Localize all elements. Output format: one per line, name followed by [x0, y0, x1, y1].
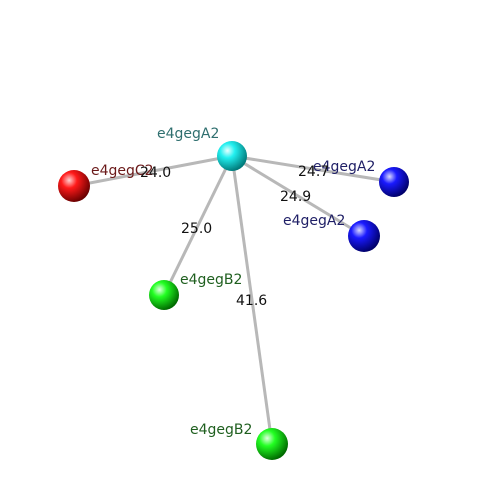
edge-hub-blue1: [231, 154, 395, 184]
node-label-green1: e4gegB2: [180, 272, 242, 288]
edge-label-hub-red: 24.0: [140, 165, 171, 181]
node-hub[interactable]: [217, 141, 247, 171]
node-green1[interactable]: [149, 280, 179, 310]
node-label-red: e4gegC2: [91, 163, 154, 179]
node-blue1[interactable]: [379, 167, 409, 197]
node-label-blue1: e4gegA2: [313, 159, 375, 175]
node-label-green2: e4gegB2: [190, 422, 252, 438]
edge-labels: 24.0 24.7 24.9 25.0 41.6: [140, 164, 329, 309]
node-green2[interactable]: [256, 428, 288, 460]
edges-layer: [73, 154, 395, 445]
edge-hub-green2: [230, 155, 274, 445]
nodes-layer: [58, 141, 409, 460]
edge-label-hub-blue1: 24.7: [298, 164, 329, 180]
node-label-hub: e4gegA2: [157, 126, 219, 142]
node-blue2[interactable]: [348, 220, 380, 252]
edge-hub-red: [73, 154, 233, 188]
edge-hub-green1: [162, 155, 234, 296]
edge-hub-blue2: [231, 154, 365, 238]
edge-label-hub-green2: 41.6: [236, 293, 267, 309]
edge-label-hub-blue2: 24.9: [280, 189, 311, 205]
node-label-blue2: e4gegA2: [283, 213, 345, 229]
edge-label-hub-green1: 25.0: [181, 221, 212, 237]
node-red[interactable]: [58, 170, 90, 202]
node-labels: e4gegA2 e4gegC2 e4gegA2 e4gegA2 e4gegB2 …: [91, 126, 375, 438]
